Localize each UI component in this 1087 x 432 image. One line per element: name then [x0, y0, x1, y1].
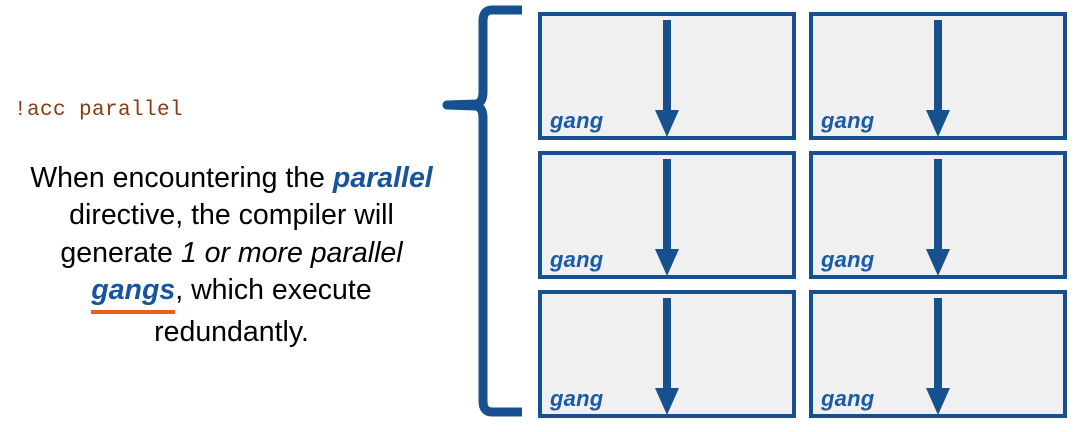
down-arrow-icon [925, 159, 951, 277]
gang-box[interactable]: gang [538, 12, 796, 140]
gang-label: gang [821, 108, 875, 133]
gang-box[interactable]: gang [809, 12, 1067, 140]
gang-label: gang [550, 108, 604, 133]
down-arrow-icon [925, 298, 951, 416]
gang-label: gang [550, 247, 604, 272]
directive-code-text: !acc parallel [14, 99, 184, 122]
gang-label: gang [550, 386, 604, 411]
description-emphasis-gangs: gangs [91, 272, 176, 315]
down-arrow-icon [654, 298, 680, 416]
down-arrow-icon [654, 20, 680, 138]
down-arrow-icon [925, 20, 951, 138]
description-segment-3: directive, the compiler will generate [60, 199, 394, 269]
gang-box[interactable]: gang [809, 290, 1067, 418]
gang-grid: gang gang gang gang [538, 12, 1073, 422]
description-paragraph: When encountering the parallel directive… [24, 160, 439, 352]
gang-box[interactable]: gang [538, 151, 796, 279]
description-segment-6: , which execute redundantly. [154, 273, 372, 349]
gang-box[interactable]: gang [538, 290, 796, 418]
description-italic-count: 1 or more parallel [180, 236, 403, 269]
left-curly-brace-icon [440, 0, 535, 432]
down-arrow-icon [654, 159, 680, 277]
description-segment-1: When encountering the [30, 162, 333, 194]
description-emphasis-parallel: parallel [332, 162, 433, 194]
gang-label: gang [821, 386, 875, 411]
gang-label: gang [821, 247, 875, 272]
gang-box[interactable]: gang [809, 151, 1067, 279]
